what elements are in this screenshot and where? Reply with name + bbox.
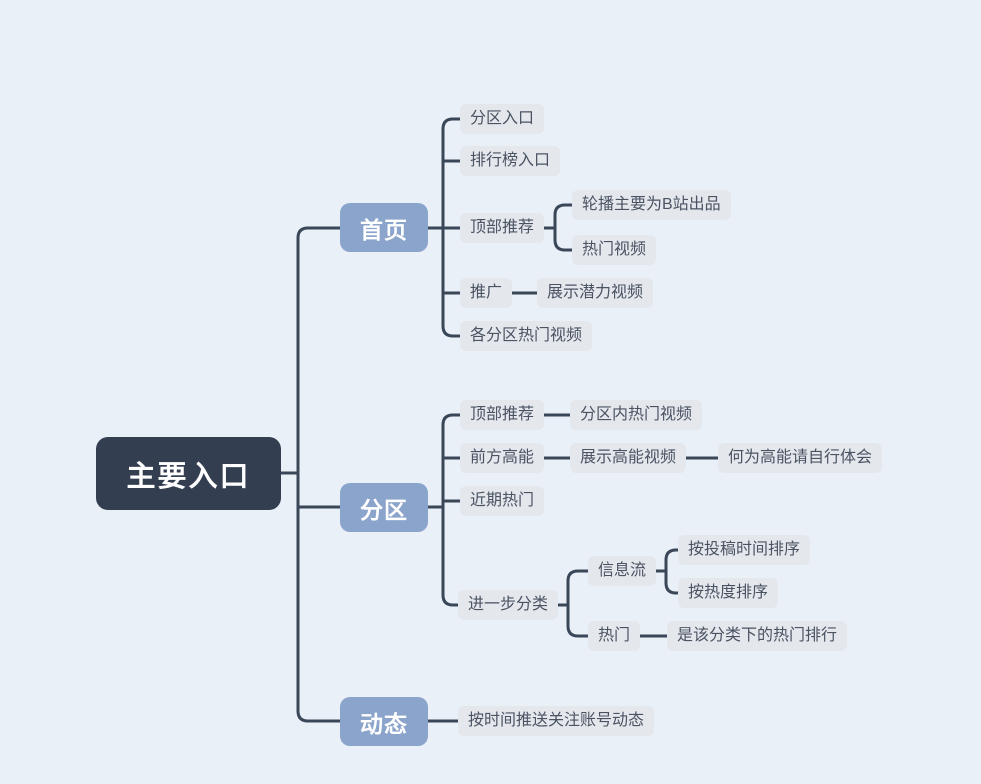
node-top-recommend-section[interactable]: 顶部推荐 bbox=[460, 400, 545, 430]
connector-toprec-children-trunk bbox=[553, 203, 580, 252]
node-section-inner-hot-videos[interactable]: 分区内热门视频 bbox=[570, 400, 703, 430]
node-sort-by-popularity[interactable]: 按热度排序 bbox=[678, 578, 779, 608]
node-top-recommend-home[interactable]: 顶部推荐 bbox=[460, 213, 545, 243]
node-hot-ranking-of-category[interactable]: 是该分类下的热门排行 bbox=[667, 621, 848, 651]
node-show-high-energy-videos[interactable]: 展示高能视频 bbox=[570, 443, 687, 473]
node-high-energy-ahead[interactable]: 前方高能 bbox=[460, 443, 545, 473]
node-promotion[interactable]: 推广 bbox=[460, 278, 513, 308]
node-what-is-high-energy[interactable]: 何为高能请自行体会 bbox=[718, 443, 883, 473]
node-carousel-bsite-productions[interactable]: 轮播主要为B站出品 bbox=[572, 190, 731, 220]
connector-furthercat-children-trunk bbox=[566, 569, 596, 638]
node-info-feed[interactable]: 信息流 bbox=[588, 556, 657, 586]
node-ranking-entry[interactable]: 排行榜入口 bbox=[460, 146, 561, 176]
node-recent-hot[interactable]: 近期热门 bbox=[460, 486, 545, 516]
node-further-classification[interactable]: 进一步分类 bbox=[458, 590, 559, 620]
node-home[interactable]: 首页 bbox=[340, 203, 428, 252]
node-hot[interactable]: 热门 bbox=[588, 621, 641, 651]
connector-sections-children-trunk bbox=[441, 413, 468, 607]
node-moments[interactable]: 动态 bbox=[340, 697, 428, 746]
node-section-entry[interactable]: 分区入口 bbox=[460, 104, 545, 134]
node-sort-by-upload-time[interactable]: 按投稿时间排序 bbox=[678, 535, 811, 565]
node-hot-videos[interactable]: 热门视频 bbox=[572, 235, 657, 265]
node-sections[interactable]: 分区 bbox=[340, 483, 428, 532]
node-main-entry-root[interactable]: 主要入口 bbox=[96, 437, 281, 510]
node-push-followed-moments-by-time[interactable]: 按时间推送关注账号动态 bbox=[458, 706, 655, 736]
node-show-potential-videos[interactable]: 展示潜力视频 bbox=[537, 278, 654, 308]
node-each-section-hot-videos[interactable]: 各分区热门视频 bbox=[460, 321, 593, 351]
connector-infofeed-children-trunk bbox=[664, 548, 686, 595]
connector-main-trunk bbox=[296, 226, 342, 723]
